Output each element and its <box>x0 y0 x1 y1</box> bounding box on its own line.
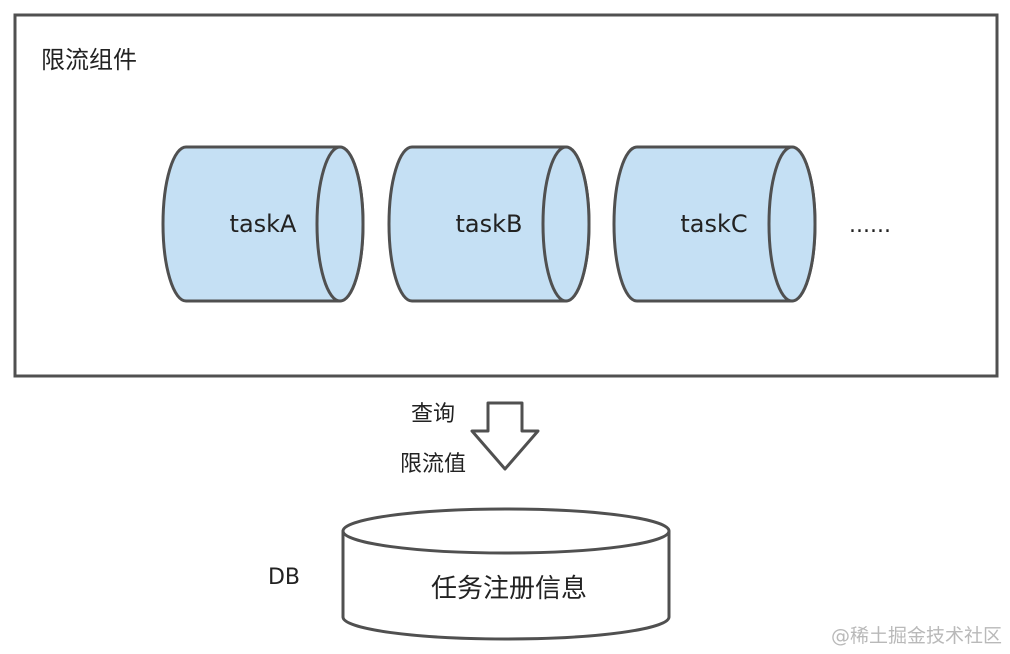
task-label-a: taskA <box>230 210 298 238</box>
task-cylinder-end <box>315 145 365 303</box>
task-label-c: taskC <box>680 210 747 238</box>
database-top <box>341 507 671 555</box>
database-label: 任务注册信息 <box>431 574 587 604</box>
component-title: 限流组件 <box>41 46 137 74</box>
down-arrow-icon <box>470 401 540 471</box>
arrow-label-limit-value: 限流值 <box>400 452 466 477</box>
task-cylinder-b: taskB <box>387 145 591 303</box>
database-body <box>341 531 671 641</box>
task-cylinder-c: taskC <box>612 145 817 303</box>
watermark: @稀土掘金技术社区 <box>830 625 1002 647</box>
more-tasks-ellipsis: ...... <box>849 213 891 238</box>
task-label-b: taskB <box>456 210 523 238</box>
task-cylinder-a: taskA <box>161 145 365 303</box>
database-cylinder: 任务注册信息 <box>341 507 671 641</box>
task-cylinder-end <box>541 145 591 303</box>
task-cylinder-end <box>767 145 817 303</box>
arrow-label-query: 查询 <box>411 402 455 427</box>
db-side-label: DB <box>268 565 300 590</box>
